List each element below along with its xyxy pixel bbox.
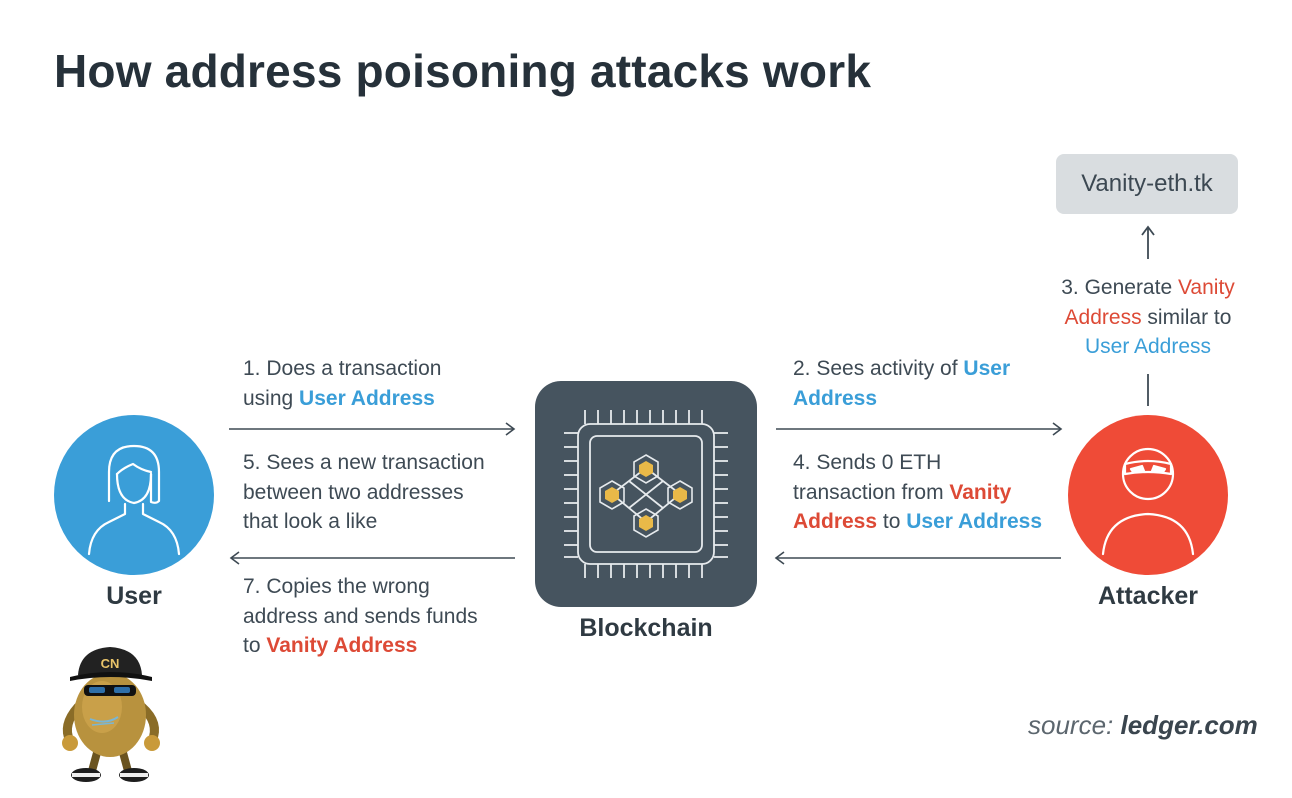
- user-avatar-icon: [54, 415, 214, 575]
- step-4-text: 4. Sends 0 ETH transaction from Vanity A…: [793, 451, 1043, 533]
- step-3-text: 3. Generate Vanity Address similar to Us…: [1061, 276, 1235, 358]
- vanity-eth-label: Vanity-eth.tk: [1081, 170, 1213, 197]
- step-1-text: 1. Does a transaction using User Address: [243, 357, 442, 410]
- vanity-eth-box: Vanity-eth.tk: [1056, 154, 1238, 214]
- source-prefix: source:: [1028, 710, 1121, 740]
- attacker-avatar-icon: [1068, 415, 1228, 575]
- arrow-left-icon: [774, 551, 1061, 565]
- step-7-text: 7. Copies the wrong address and sends fu…: [243, 575, 478, 657]
- arrow-right-icon: [776, 422, 1063, 436]
- user-label: User: [106, 582, 162, 610]
- arrow-right-icon: [229, 422, 516, 436]
- page-title: How address poisoning attacks work: [54, 45, 872, 97]
- source-site: ledger.com: [1120, 710, 1258, 740]
- mascot-image: CN: [62, 647, 160, 782]
- mascot-cap-text: CN: [101, 656, 120, 671]
- arrow-left-icon: [229, 551, 515, 565]
- attacker-label: Attacker: [1097, 582, 1199, 610]
- source-credit: source: ledger.com: [1028, 710, 1258, 741]
- blockchain-chip-icon: [535, 381, 757, 607]
- step-5-text: 5. Sees a new transaction between two ad…: [243, 451, 485, 533]
- step-2-text: 2. Sees activity of User Address: [793, 357, 1011, 410]
- blockchain-label: Blockchain: [579, 614, 713, 642]
